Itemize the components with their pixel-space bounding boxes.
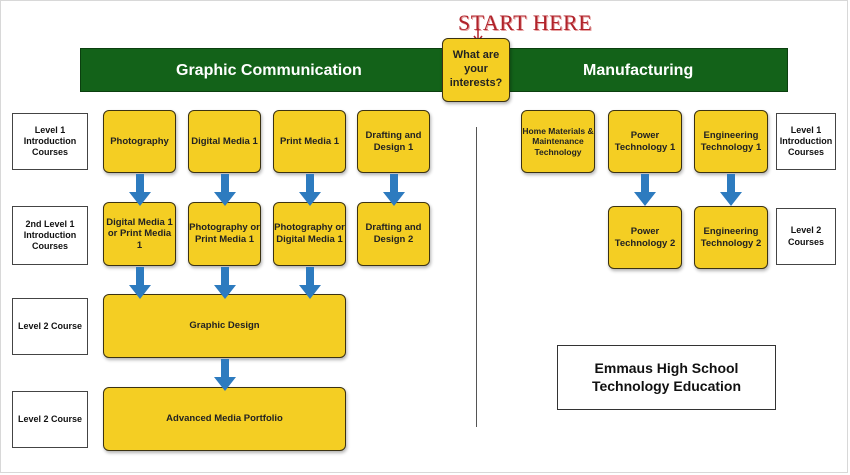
course-home-materials-maintenance: Home Materials & Maintenance Technology [521, 110, 595, 173]
course-engineering-technology-2: Engineering Technology 2 [694, 206, 768, 269]
arrow-down-icon [214, 174, 236, 206]
level-label-level2-course-2: Level 2 Course [12, 391, 88, 448]
course-print-media-1: Print Media 1 [273, 110, 346, 173]
arrow-down-icon [383, 174, 405, 206]
interests-question-box: What are your interests? [442, 38, 510, 102]
arrow-down-icon [720, 174, 742, 206]
course-photography: Photography [103, 110, 176, 173]
school-title-box: Emmaus High School Technology Education [557, 345, 776, 410]
course-engineering-technology-1: Engineering Technology 1 [694, 110, 768, 173]
arrow-down-icon [299, 174, 321, 206]
course-digital-media-1: Digital Media 1 [188, 110, 261, 173]
course-graphic-design: Graphic Design [103, 294, 346, 358]
course-power-technology-1: Power Technology 1 [608, 110, 682, 173]
level-label-level2-course: Level 2 Course [12, 298, 88, 355]
level-label-2nd-level1-intro: 2nd Level 1 Introduction Courses [12, 206, 88, 265]
course-digital-or-print-media: Digital Media 1 or Print Media 1 [103, 202, 176, 266]
course-photography-or-digital-media: Photography or Digital Media 1 [273, 202, 346, 266]
arrow-down-icon [299, 267, 321, 299]
header-banner [80, 48, 788, 92]
level-label-level1-intro: Level 1 Introduction Courses [12, 113, 88, 170]
arrow-down-icon [214, 267, 236, 299]
arrow-down-icon [129, 267, 151, 299]
course-photography-or-print-media: Photography or Print Media 1 [188, 202, 261, 266]
level-label-right-level1-intro: Level 1 Introduction Courses [776, 113, 836, 170]
course-drafting-design-1: Drafting and Design 1 [357, 110, 430, 173]
arrow-down-icon [634, 174, 656, 206]
course-advanced-media-portfolio: Advanced Media Portfolio [103, 387, 346, 451]
course-drafting-design-2: Drafting and Design 2 [357, 202, 430, 266]
arrow-down-icon [129, 174, 151, 206]
level-label-right-level2: Level 2 Courses [776, 208, 836, 265]
start-here-label: START HERE [458, 10, 593, 35]
manufacturing-title: Manufacturing [583, 62, 694, 79]
arrow-down-icon [214, 359, 236, 391]
section-divider [476, 127, 477, 427]
course-power-technology-2: Power Technology 2 [608, 206, 682, 269]
graphic-communication-title: Graphic Communication [176, 62, 362, 79]
